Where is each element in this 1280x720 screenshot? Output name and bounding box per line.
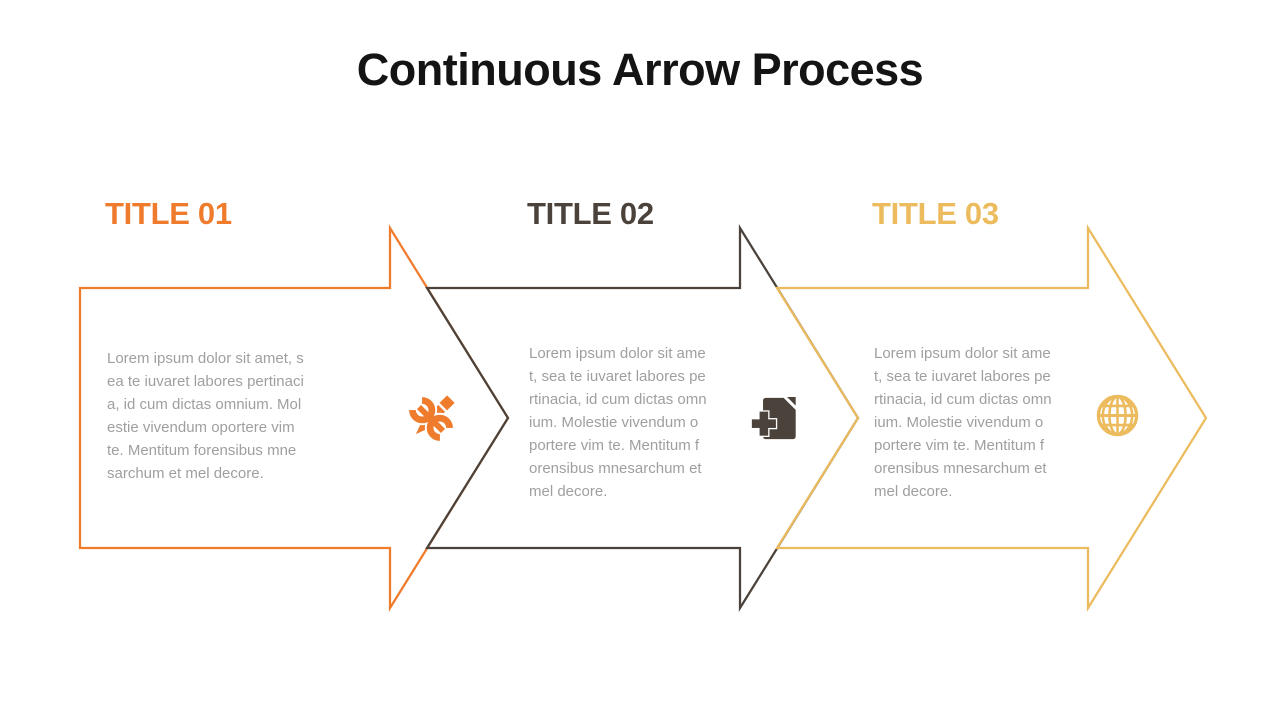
step3-title: TITLE 03 [872,196,999,231]
step2-title: TITLE 02 [527,196,654,231]
step3-body: Lorem ipsum dolor sit ame t, sea te iuva… [874,345,1052,500]
page-title: Continuous Arrow Process [356,44,924,95]
globe-icon [1096,394,1139,437]
step2-body: Lorem ipsum dolor sit ame t, sea te iuva… [529,345,707,500]
tools-icon [407,395,455,443]
step1-body: Lorem ipsum dolor sit amet, s ea te iuva… [107,350,304,482]
step1-title: TITLE 01 [105,196,232,231]
arrow-outline-step2 [424,224,860,612]
arrow-outline-step3 [774,224,1208,612]
add-document-icon [751,397,796,440]
